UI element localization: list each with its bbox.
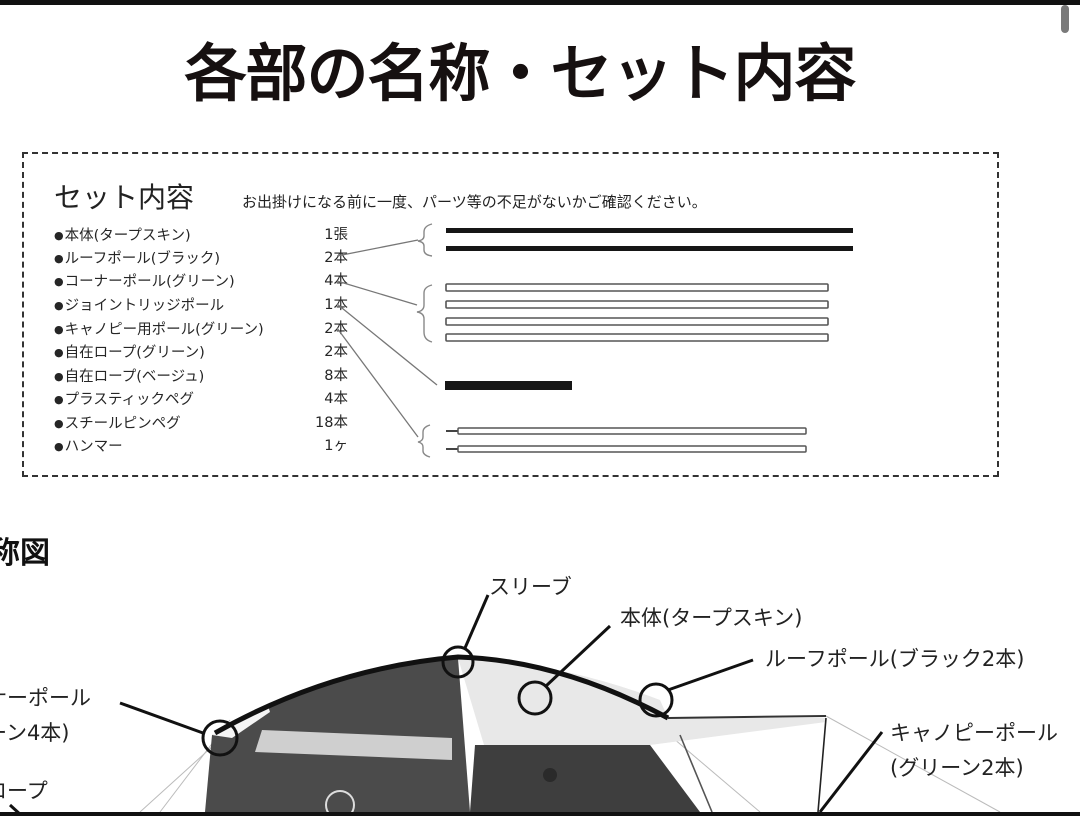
page-title: 各部の名称・セット内容 <box>184 37 856 110</box>
bullet-icon: ● <box>54 417 64 430</box>
item-qty: 2本 <box>324 250 348 266</box>
callout-roof-pole: ルーフポール(ブラック2本) <box>765 647 1025 671</box>
bullet-icon: ● <box>54 323 64 336</box>
item-name: ハンマー <box>64 439 123 455</box>
roof-pole-illustration <box>446 246 853 251</box>
body-marker-icon <box>517 680 553 716</box>
top-edge-bar <box>0 0 1080 5</box>
set-contents-heading: セット内容 <box>54 181 195 214</box>
callout-corner-pole-line1: ナーポール <box>0 686 91 710</box>
item-qty: 1ヶ <box>324 438 348 454</box>
canopy-pole-illustrations <box>446 427 807 453</box>
list-item: ●スチールピンペグ 18本 <box>54 412 348 435</box>
set-contents-note: お出掛けになる前に一度、パーツ等の不足がないかご確認ください。 <box>242 193 707 211</box>
item-qty: 4本 <box>324 391 348 407</box>
item-qty: 4本 <box>324 273 348 289</box>
scrollbar-thumb[interactable] <box>1061 5 1069 33</box>
callout-rope: ロープ <box>0 779 48 803</box>
list-item: ●コーナーポール(グリーン) 4本 <box>54 270 348 293</box>
item-qty: 1本 <box>324 297 348 313</box>
brace-icons <box>416 223 433 458</box>
bottom-edge-bar <box>0 812 1080 816</box>
item-name: プラスティックペグ <box>64 392 194 408</box>
callout-corner-pole-line2: ーン4本) <box>0 721 70 745</box>
roof-pole-illustration <box>446 228 853 233</box>
sleeve-marker-icon <box>441 645 475 679</box>
item-qty: 1張 <box>324 227 348 243</box>
tent-illustration <box>139 654 1001 816</box>
list-item: ●本体(タープスキン) 1張 <box>54 224 348 247</box>
bullet-icon: ● <box>54 252 64 265</box>
item-name: 本体(タープスキン) <box>64 228 191 244</box>
corner-pole-marker-icon <box>201 719 239 757</box>
list-item: ●ハンマー 1ヶ <box>54 435 348 458</box>
leader-lines <box>336 239 438 438</box>
callout-markers <box>8 594 884 816</box>
bullet-icon: ● <box>54 393 64 406</box>
list-item: ●自在ロープ(グリーン) 2本 <box>54 341 348 364</box>
callout-canopy-pole-line2: (グリーン2本) <box>890 756 1024 780</box>
list-item: ●ルーフポール(ブラック) 2本 <box>54 247 348 270</box>
bullet-icon: ● <box>54 299 64 312</box>
corner-pole-illustrations <box>445 283 829 342</box>
roof-pole-marker-icon <box>638 682 674 718</box>
item-name: コーナーポール(グリーン) <box>64 274 235 290</box>
item-qty: 8本 <box>324 368 348 384</box>
callout-body: 本体(タープスキン) <box>620 606 803 630</box>
bullet-icon: ● <box>54 440 64 453</box>
set-contents-box: セット内容 お出掛けになる前に一度、パーツ等の不足がないかご確認ください。 ●本… <box>22 152 999 477</box>
list-item: ●キャノピー用ポール(グリーン) 2本 <box>54 318 348 341</box>
item-name: ジョイントリッジポール <box>64 298 225 314</box>
callout-sleeve: スリーブ <box>489 575 572 599</box>
bullet-icon: ● <box>54 229 64 242</box>
joint-ridge-pole-illustration <box>445 381 572 390</box>
item-qty: 2本 <box>324 321 348 337</box>
canopy-pole-leader <box>818 731 884 813</box>
item-name: ルーフポール(ブラック) <box>64 251 221 267</box>
bullet-icon: ● <box>54 346 64 359</box>
bullet-icon: ● <box>54 275 64 288</box>
item-name: スチールピンペグ <box>64 416 181 432</box>
item-name: 自在ロープ(グリーン) <box>64 345 205 361</box>
item-qty: 2本 <box>324 344 348 360</box>
callout-canopy-pole-line1: キャノピーポール <box>890 721 1058 745</box>
list-item: ●ジョイントリッジポール 1本 <box>54 294 348 317</box>
diagram-section-title: 称図 <box>0 536 50 571</box>
list-item: ●自在ロープ(ベージュ) 8本 <box>54 365 348 388</box>
item-name: キャノピー用ポール(グリーン) <box>64 322 264 338</box>
bullet-icon: ● <box>54 370 64 383</box>
list-item: ●プラスティックペグ 4本 <box>54 388 348 411</box>
item-qty: 18本 <box>315 415 348 431</box>
item-name: 自在ロープ(ベージュ) <box>64 369 205 385</box>
